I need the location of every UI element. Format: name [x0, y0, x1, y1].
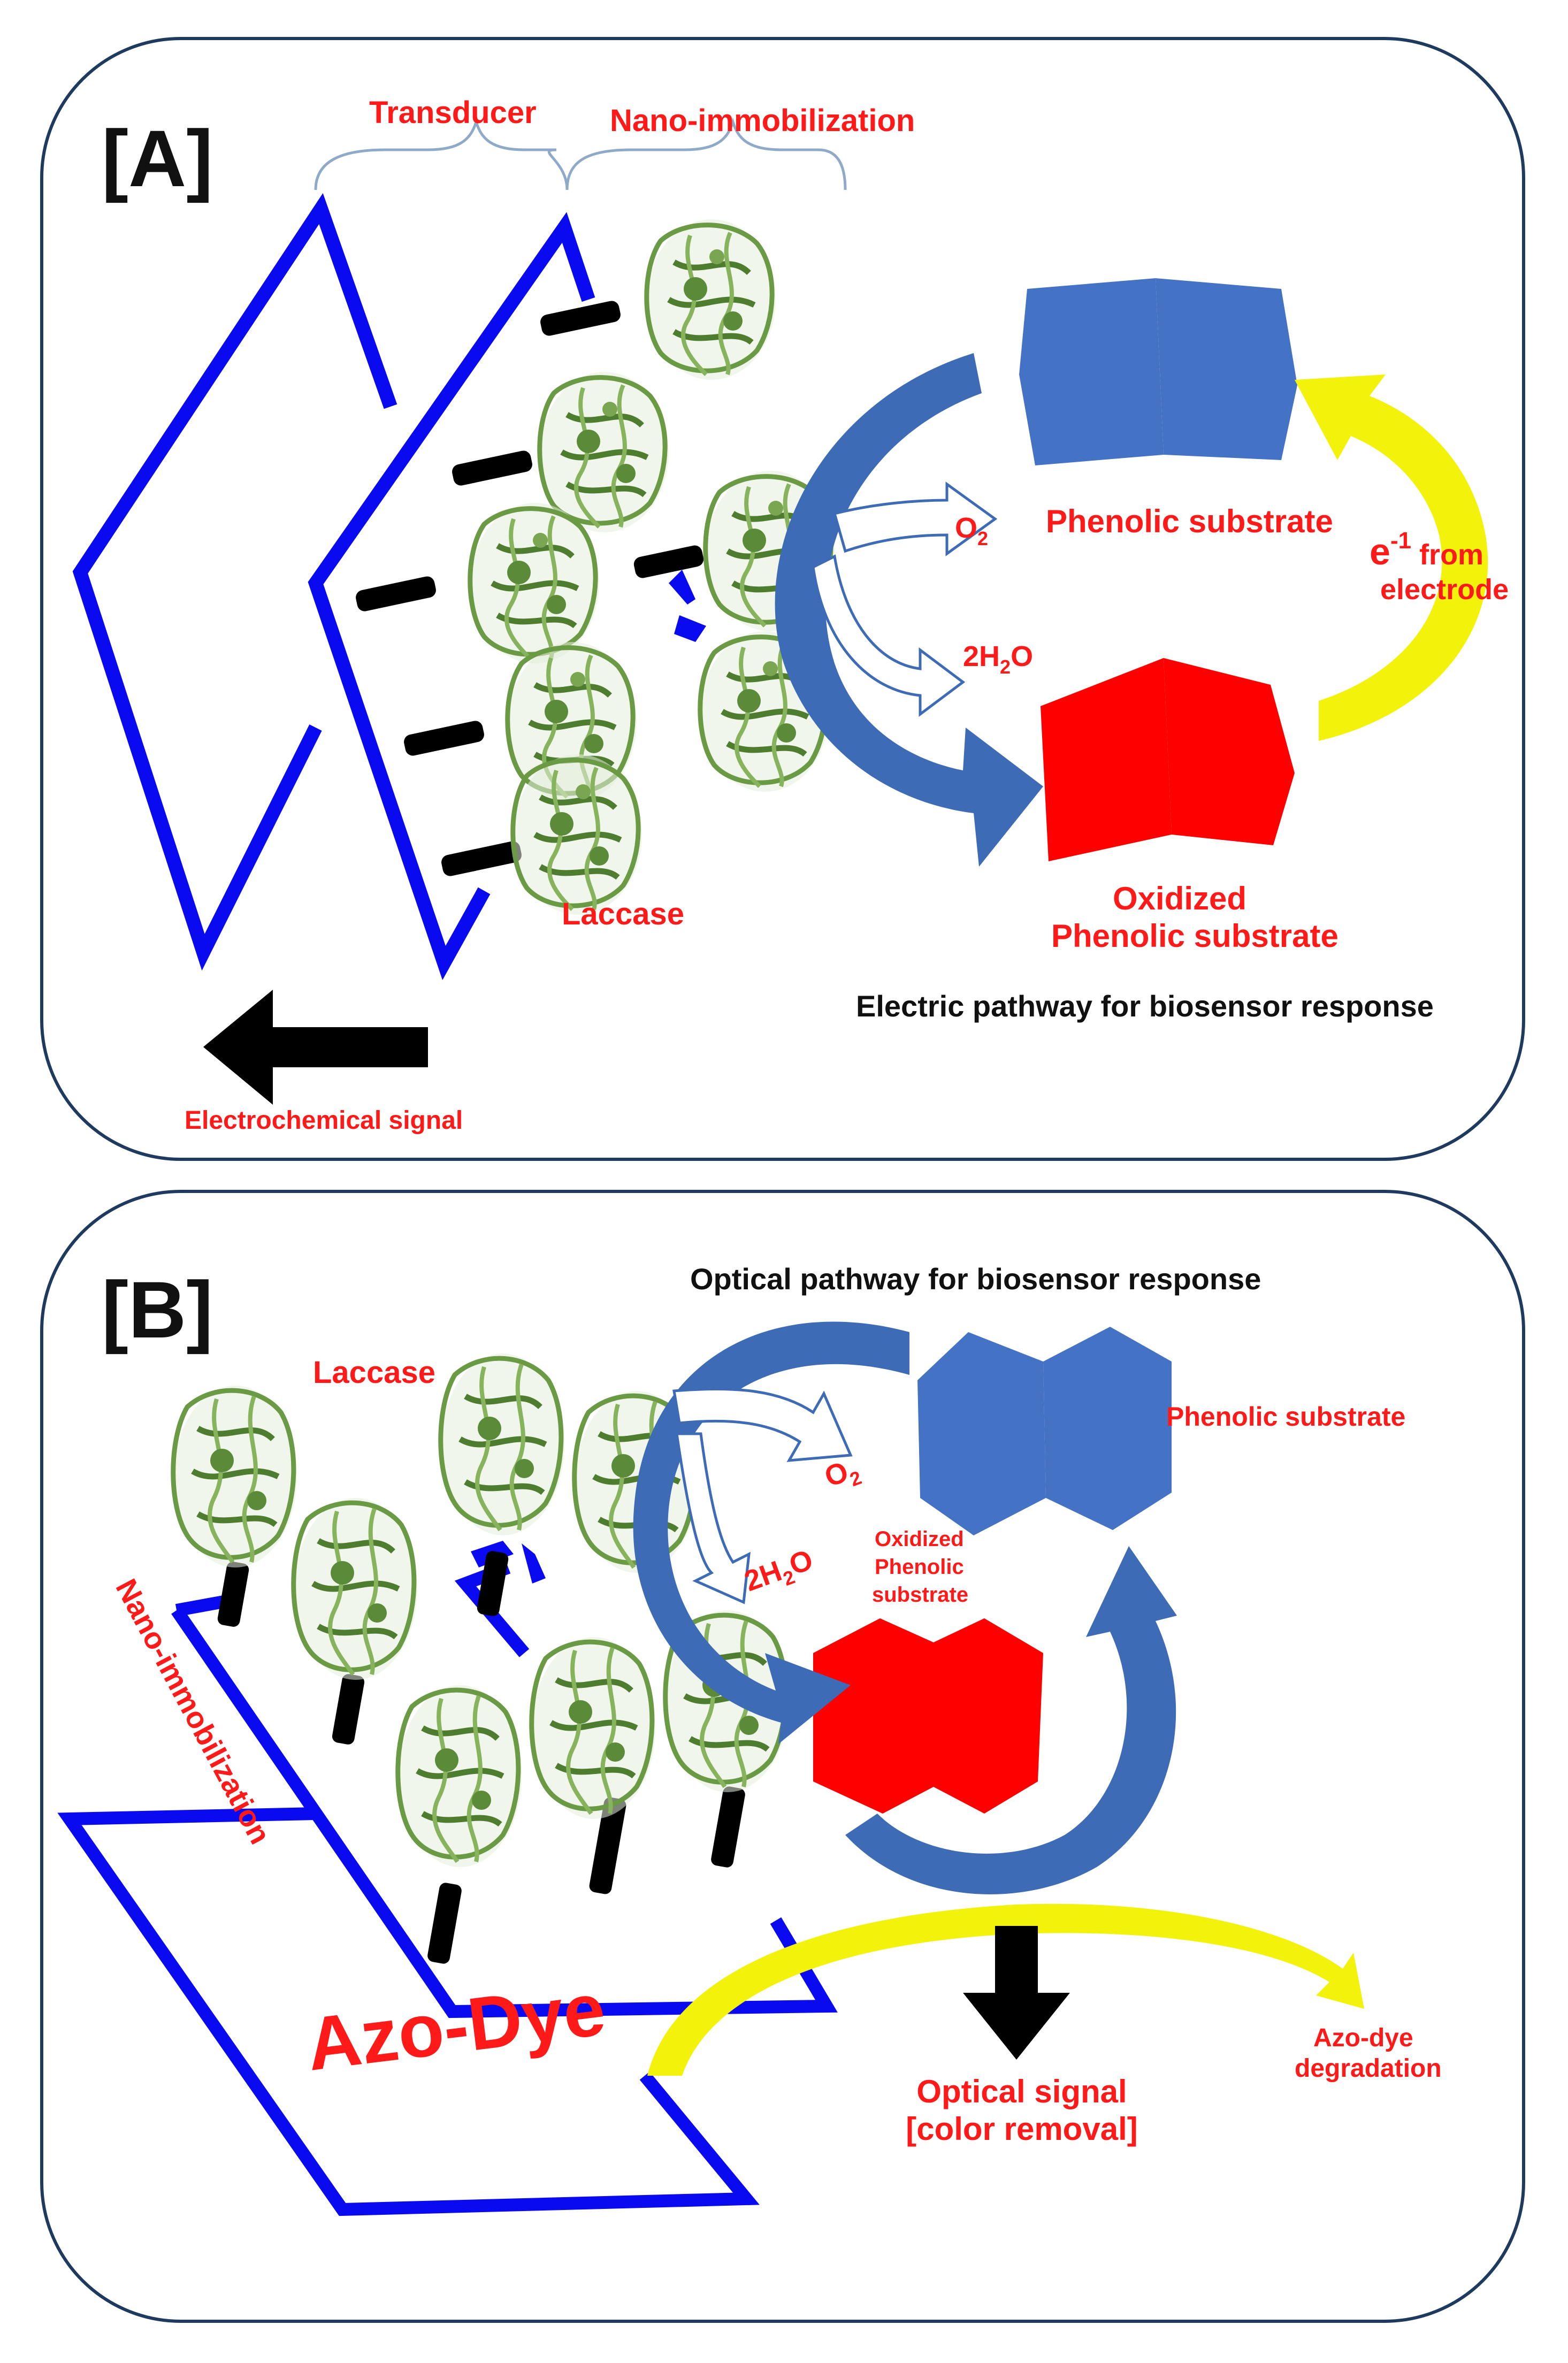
oxidized-label-a-line1: Oxidized	[1113, 881, 1246, 916]
linker-bars-a	[356, 301, 704, 876]
optical-signal-label-line2: [color removal]	[906, 2111, 1137, 2147]
linker-bars-b	[217, 1551, 745, 1964]
degradation-arrow-b	[647, 1903, 1364, 2076]
transducer-brace	[314, 117, 569, 190]
h2o-label-a: 2H2O	[963, 640, 1033, 678]
h2o-arrow-b	[675, 1432, 751, 1604]
panel-a-tag: [A]	[102, 113, 213, 203]
nano-immobilization-brace	[565, 117, 847, 190]
oxidized-substrate-hexagons-b	[813, 1618, 1043, 1814]
phenolic-substrate-label-a: Phenolic substrate	[1046, 503, 1333, 539]
regeneration-arrow-b	[845, 1546, 1177, 1894]
h2o-arrow-a	[812, 554, 966, 717]
electrode-fragment-a	[669, 570, 706, 642]
o2-arrow-a	[832, 481, 998, 556]
oxidation-arrow-a	[775, 353, 1043, 867]
electrochemical-signal-label: Electrochemical signal	[185, 1106, 463, 1135]
transducer-electrode-back	[72, 193, 397, 971]
electric-pathway-label: Electric pathway for biosensor response	[856, 989, 1434, 1023]
degradation-label-line2: degradation	[1295, 2054, 1442, 2083]
optical-signal-arrow	[963, 1926, 1070, 2060]
transducer-label: Transducer	[369, 95, 537, 130]
electron-label-a: e-1 from	[1370, 527, 1483, 572]
electrode-label-a: electrode	[1380, 573, 1509, 606]
electron-arrow-a	[1295, 374, 1488, 741]
oxidized-substrate-hexagons-a	[1041, 658, 1295, 861]
o2-label-a: O2	[955, 512, 988, 549]
degradation-label-line1: Azo-dye	[1313, 2024, 1413, 2052]
laccase-label-a: Laccase	[562, 897, 684, 931]
oxidized-label-b-line2: Phenolic	[875, 1555, 964, 1579]
laccase-label-b: Laccase	[313, 1355, 435, 1390]
oxidized-label-b-line3: substrate	[872, 1583, 968, 1607]
oxidized-label-a-line2: Phenolic substrate	[1051, 918, 1338, 954]
nano-immobilization-label-a: Nano-immobilization	[610, 103, 915, 138]
azo-dye-plate	[57, 1807, 760, 2216]
oxidation-arrow-b	[633, 1321, 909, 1744]
phenolic-substrate-hexagons-a	[1019, 278, 1297, 465]
electrode-fragment-b	[471, 1541, 546, 1584]
electrochemical-signal-arrow	[203, 990, 428, 1105]
phenolic-substrate-hexagons-b	[917, 1327, 1172, 1535]
panel-b-tag: [B]	[102, 1265, 213, 1355]
transducer-electrode-front	[308, 212, 595, 980]
optical-pathway-label: Optical pathway for biosensor response	[690, 1262, 1261, 1296]
optical-signal-label-line1: Optical signal	[916, 2074, 1127, 2109]
o2-arrow-b	[672, 1387, 853, 1462]
oxidized-label-b-line1: Oxidized	[875, 1527, 964, 1551]
phenolic-substrate-label-b: Phenolic substrate	[1166, 1402, 1405, 1432]
